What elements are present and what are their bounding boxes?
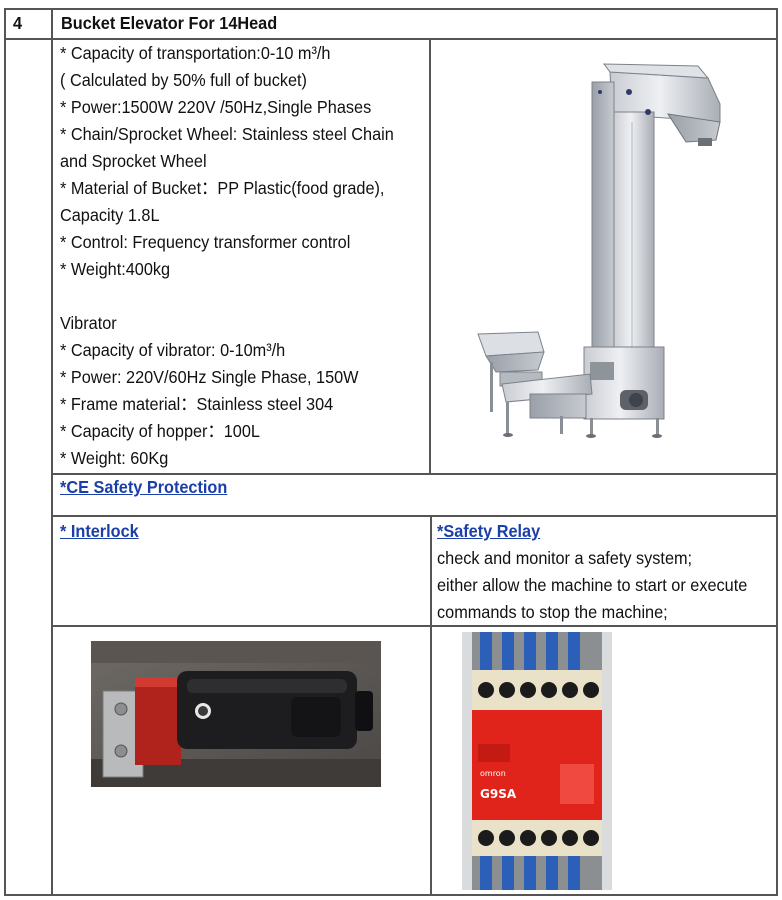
spec-line: * Control: Frequency transformer control (60, 232, 351, 252)
bucket-elevator-photo (477, 63, 721, 438)
ce-safety-protection-heading: *CE Safety Protection (60, 477, 228, 497)
spec-line: ( Calculated by 50% full of bucket) (60, 70, 307, 90)
relay-model-label: G9SA (480, 787, 517, 801)
section-title: Bucket Elevator For 14Head (61, 13, 278, 33)
spec-line: * Weight: 60Kg (60, 448, 169, 468)
spec-line: * Power: 220V/60Hz Single Phase, 150W (60, 367, 359, 387)
spec-line: and Sprocket Wheel (60, 151, 207, 171)
spec-line: * Weight:400kg (60, 259, 171, 279)
interlock-heading: * Interlock (60, 521, 139, 541)
ce-row-top-divider (51, 473, 777, 475)
table-header-divider (4, 38, 778, 40)
table-bottom-border (4, 894, 778, 896)
spec-line: * Frame material：Stainless steel 304 (60, 394, 334, 414)
spec-line: * Power:1500W 220V /50Hz,Single Phases (60, 97, 372, 117)
interlock-photo (91, 641, 381, 787)
safety-relay-heading: *Safety Relay (437, 521, 541, 541)
safety-photo-row-divider (51, 625, 777, 627)
description-line: commands to stop the machine; (437, 602, 668, 622)
spec-line: * Capacity of transportation:0-10 m³/h (60, 43, 331, 63)
description-line: either allow the machine to start or exe… (437, 575, 748, 595)
spec-line: Capacity 1.8L (60, 205, 160, 225)
spec-line: * Capacity of hopper：100L (60, 421, 260, 441)
vibrator-heading: Vibrator (60, 313, 117, 333)
spec-line: * Material of Bucket：PP Plastic(food gra… (60, 178, 385, 198)
row-number: 4 (13, 13, 23, 33)
relay-brand-label: omron (480, 769, 506, 778)
table-number-column-divider (51, 8, 53, 896)
safety-column-divider (430, 515, 432, 895)
table-left-border (4, 8, 6, 896)
ce-row-bottom-divider (51, 515, 777, 517)
spec-line: * Chain/Sprocket Wheel: Stainless steel … (60, 124, 394, 144)
table-top-border (4, 8, 778, 10)
spec-line: * Capacity of vibrator: 0-10m³/h (60, 340, 286, 360)
safety-relay-photo: omron G9SA (462, 632, 612, 890)
table-right-border (776, 8, 778, 896)
description-line: check and monitor a safety system; (437, 548, 693, 568)
spec-image-divider (429, 38, 431, 474)
